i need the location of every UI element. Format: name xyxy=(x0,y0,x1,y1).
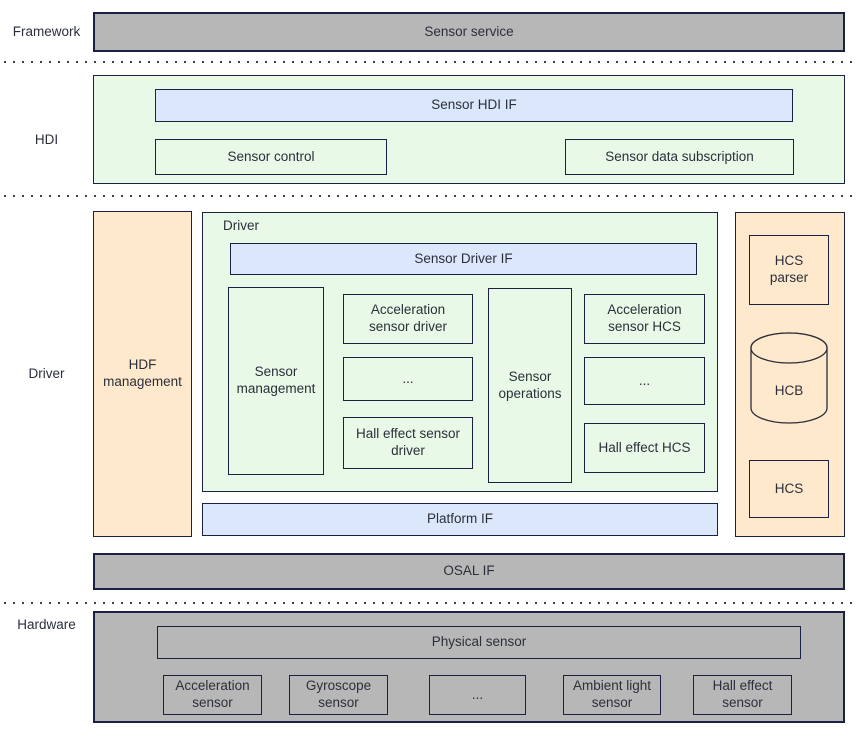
hdf-management-box: HDF management xyxy=(93,211,192,537)
osal-if-box: OSAL IF xyxy=(93,553,845,590)
acceleration-sensor-hcs-box: Acceleration sensor HCS xyxy=(584,294,705,344)
layer-label-framework: Framework xyxy=(12,24,81,39)
driver-box-title: Driver xyxy=(223,218,259,233)
sensor-hdi-if-box: Sensor HDI IF xyxy=(155,89,793,122)
config-column: HCS parser HCB HCS xyxy=(735,212,845,537)
sensor-data-subscription-box: Sensor data subscription xyxy=(565,139,794,175)
layer-separator xyxy=(4,602,856,604)
hcs-parser-box: HCS parser xyxy=(749,235,829,305)
ellipsis-driver-box: ... xyxy=(343,357,473,401)
sensor-management-box: Sensor management xyxy=(228,287,324,475)
platform-if-box: Platform IF xyxy=(202,503,718,536)
sensor-service-box: Sensor service xyxy=(93,12,845,52)
sensor-control-box: Sensor control xyxy=(155,139,387,175)
hall-effect-hcs-box: Hall effect HCS xyxy=(584,423,705,473)
acceleration-sensor-box: Acceleration sensor xyxy=(163,675,262,715)
layer-separator xyxy=(4,195,856,197)
hall-effect-sensor-box: Hall effect sensor xyxy=(693,675,792,715)
hardware-layer-box: Physical sensor Acceleration sensor Gyro… xyxy=(93,611,845,723)
layer-separator xyxy=(4,61,856,63)
layer-label-hdi: HDI xyxy=(34,132,59,147)
hcb-database: HCB xyxy=(749,331,829,425)
hall-effect-sensor-driver-box: Hall effect sensor driver xyxy=(343,417,473,469)
driver-box: Driver Sensor Driver IF Sensor managemen… xyxy=(202,212,718,492)
sensor-operations-box: Sensor operations xyxy=(488,288,572,483)
ambient-light-sensor-box: Ambient light sensor xyxy=(563,675,661,715)
hdi-layer-box: Sensor HDI IF Sensor control Sensor data… xyxy=(93,75,845,184)
hcb-label: HCB xyxy=(774,383,804,398)
layer-label-driver: Driver xyxy=(28,366,65,381)
physical-sensor-box: Physical sensor xyxy=(157,626,801,659)
ellipsis-sensor-box: ... xyxy=(429,675,526,715)
hcb-cylinder-icon xyxy=(750,332,828,424)
ellipsis-hcs-box: ... xyxy=(584,357,705,405)
sensor-driver-if-box: Sensor Driver IF xyxy=(230,243,697,275)
acceleration-sensor-driver-box: Acceleration sensor driver xyxy=(343,294,473,344)
gyroscope-sensor-box: Gyroscope sensor xyxy=(289,675,388,715)
layer-label-hardware: Hardware xyxy=(17,617,76,632)
hcs-box: HCS xyxy=(749,460,829,518)
